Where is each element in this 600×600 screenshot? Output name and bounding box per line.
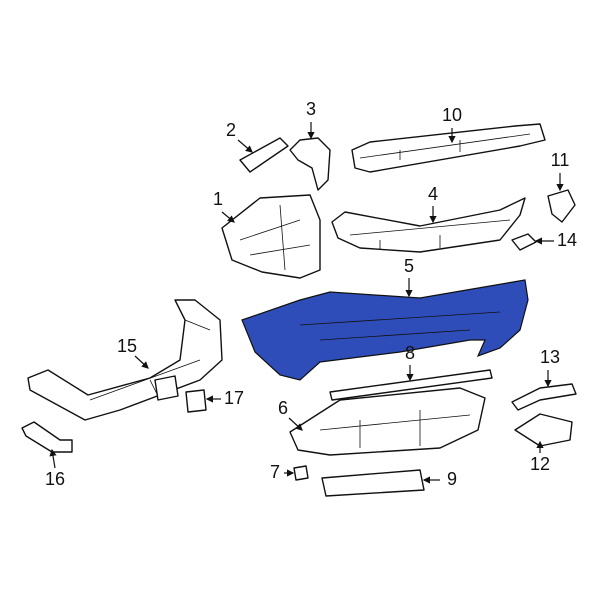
part-10-reinforcement <box>351 123 546 173</box>
callout-12: 12 <box>530 454 550 474</box>
part-6-diffuser <box>289 387 486 456</box>
part-2-bracket <box>239 137 289 173</box>
callout-11: 11 <box>551 150 570 170</box>
callout-6: 6 <box>278 398 288 418</box>
callout-3: 3 <box>306 99 316 119</box>
callout-7: 7 <box>270 462 280 482</box>
part-4-absorber <box>331 197 526 253</box>
part-5-bumper-cover <box>241 279 529 381</box>
callout-13: 13 <box>540 347 560 367</box>
part-13 <box>511 383 577 411</box>
part-17 <box>185 389 207 413</box>
part-9 <box>321 469 425 497</box>
part-14 <box>511 233 537 251</box>
part-15-hitch <box>27 299 223 421</box>
callout-15: 15 <box>117 336 137 356</box>
callout-10: 10 <box>442 105 462 125</box>
callout-4: 4 <box>428 184 438 204</box>
part-16 <box>21 421 73 453</box>
part-7 <box>293 465 309 481</box>
leader-lines <box>49 122 564 484</box>
part-12 <box>514 413 573 447</box>
part-3-bracket <box>289 137 331 191</box>
callout-2: 2 <box>226 120 236 140</box>
callout-14: 14 <box>557 230 577 250</box>
callout-9: 9 <box>447 469 457 489</box>
part-8-strip <box>329 369 493 401</box>
callout-16: 16 <box>45 469 65 489</box>
part-1-side-bracket <box>221 194 321 279</box>
callout-17: 17 <box>224 388 244 408</box>
callout-5: 5 <box>404 256 414 276</box>
part-11 <box>547 189 576 223</box>
callout-1: 1 <box>213 189 223 209</box>
callout-8: 8 <box>405 343 415 363</box>
